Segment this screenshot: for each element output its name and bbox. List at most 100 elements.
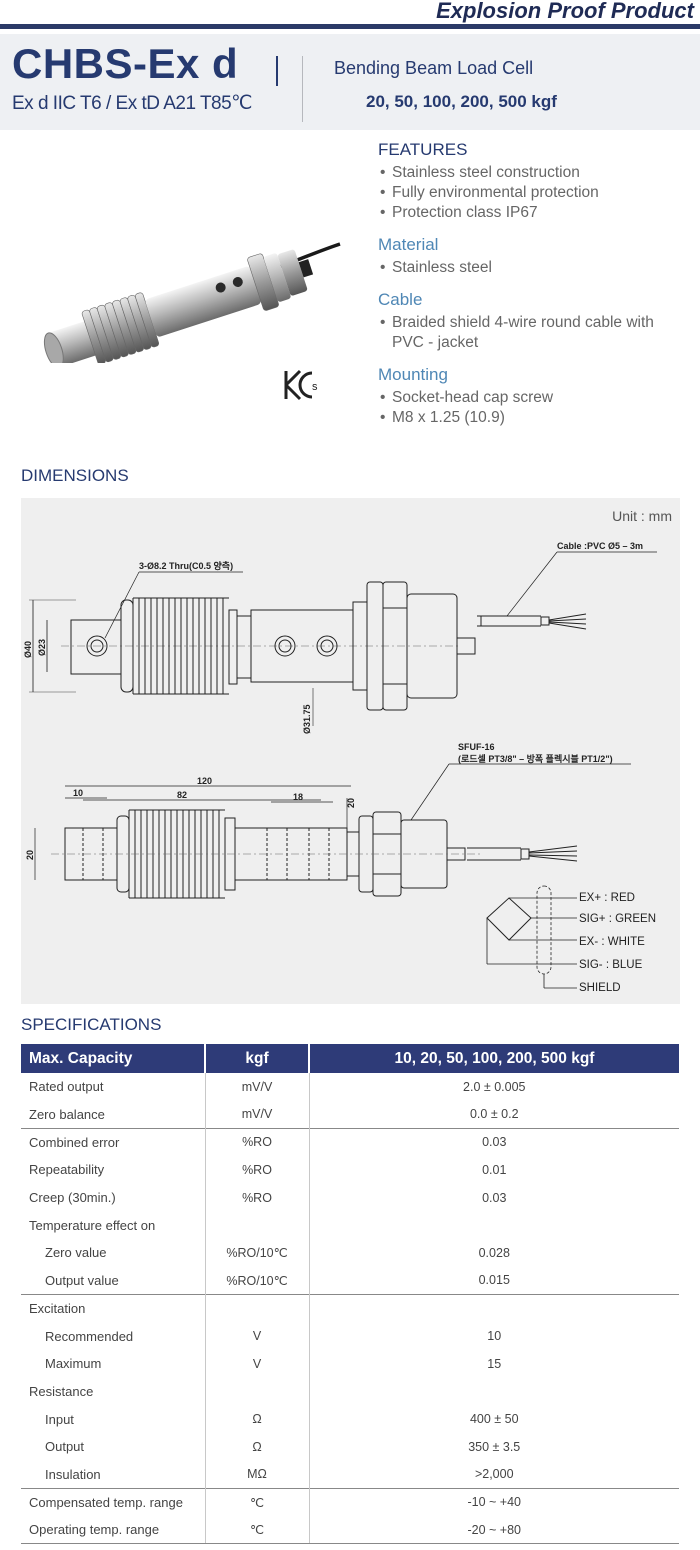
kcs-logo-icon: s (284, 369, 318, 401)
model-name: CHBS-Ex d (12, 40, 239, 87)
spec-value: 2.0 ± 0.005 (463, 1079, 526, 1094)
spec-unit: MΩ (205, 1460, 310, 1489)
banner-line (0, 24, 700, 29)
spec-unit: mV/V (205, 1073, 310, 1101)
dim-20-left: 20 (25, 850, 35, 860)
material-item: Stainless steel (378, 258, 688, 278)
dim-20-vertical: 20 (346, 798, 356, 808)
spec-unit: %RO (205, 1183, 310, 1212)
dim-10: 10 (73, 788, 83, 798)
header-capacity: Max. Capacity (21, 1044, 206, 1073)
spec-unit: %RO (205, 1156, 310, 1184)
table-row: Zero value%RO/10℃ 0.028 (21, 1239, 679, 1267)
spec-name: Rated output (21, 1073, 206, 1101)
spec-value: 0.0 ± 0.2 (469, 1107, 519, 1122)
hole-label: 3-Ø8.2 Thru(C0.5 양측) (139, 560, 233, 571)
spec-name: Output value (21, 1266, 206, 1295)
spec-value: 350 ± 3.5 (468, 1439, 521, 1454)
product-capacities: 20, 50, 100, 200, 500 kgf (366, 92, 557, 111)
spec-name: Insulation (21, 1460, 206, 1489)
spec-name: Zero balance (21, 1100, 206, 1129)
mounting-list: Socket-head cap screw M8 x 1.25 (10.9) (378, 388, 688, 428)
spec-unit (205, 1294, 310, 1323)
cable-title: Cable (378, 290, 423, 309)
spec-unit: mV/V (205, 1100, 310, 1129)
features-panel: FEATURES Stainless steel construction Fu… (378, 140, 688, 428)
cable-item: Braided shield 4-wire round cable with P… (378, 313, 688, 353)
specifications-title: SPECIFICATIONS (21, 1015, 162, 1034)
dimensions-drawing: Unit : mm Ø40 Ø23 (21, 498, 680, 1004)
product-type: Bending Beam Load Cell (334, 58, 534, 78)
spec-value (309, 1211, 679, 1239)
dim-18: 18 (293, 792, 303, 802)
spec-unit: ℃ (205, 1516, 310, 1545)
features-list: Stainless steel construction Fully envir… (378, 163, 688, 223)
technical-drawing: Ø40 Ø23 (23, 541, 657, 994)
header-divider-thin (302, 56, 303, 122)
table-row: Excitation (21, 1294, 679, 1323)
spec-name: Resistance (21, 1377, 206, 1406)
spec-value: 0.03 (309, 1127, 679, 1157)
table-row: Repeatability%RO 0.01 (21, 1156, 679, 1184)
spec-name: Compensated temp. range (21, 1487, 206, 1516)
spec-unit: V (205, 1349, 310, 1378)
fitting-label: SFUF-16 (458, 742, 495, 752)
specifications-table: Max. Capacity kgf 10, 20, 50, 100, 200, … (21, 1044, 679, 1545)
spec-unit: %RO/10℃ (205, 1266, 310, 1295)
header-values: 10, 20, 50, 100, 200, 500 kgf (309, 1044, 679, 1073)
feature-item: Stainless steel construction (378, 163, 688, 183)
mounting-item: Socket-head cap screw (378, 388, 688, 408)
spec-name: Zero value (21, 1239, 206, 1267)
spec-value (309, 1294, 679, 1323)
spec-name: Combined error (21, 1127, 206, 1157)
spec-name: Input (21, 1405, 206, 1433)
spec-name: Temperature effect on (21, 1211, 206, 1240)
wire-ex-minus: EX- : WHITE (579, 936, 645, 948)
dimensions-title: DIMENSIONS (21, 466, 129, 485)
material-title: Material (378, 235, 439, 254)
mounting-title: Mounting (378, 365, 448, 384)
dim-120: 120 (197, 776, 212, 786)
table-row: Resistance (21, 1377, 679, 1406)
table-row: Temperature effect on (21, 1211, 679, 1240)
spec-value: -20 ~ +80 (309, 1516, 679, 1545)
spec-value: -10 ~ +40 (309, 1487, 679, 1516)
spec-value: 15 (487, 1356, 502, 1371)
features-title: FEATURES (378, 140, 468, 159)
spec-unit: V (205, 1322, 310, 1350)
spec-value (309, 1378, 679, 1406)
spec-value: 10 (487, 1329, 502, 1344)
spec-unit (205, 1377, 310, 1406)
spec-value: 0.01 (482, 1162, 507, 1177)
spec-name: Creep (30min.) (21, 1183, 206, 1212)
dim-d3175: Ø31.75 (302, 704, 312, 734)
spec-name: Repeatability (21, 1156, 206, 1184)
spec-value: 0.028 (478, 1245, 510, 1260)
fitting-note: (로드셀 PT3/8" – 방폭 플렉시블 PT1/2") (458, 753, 613, 764)
mounting-item: M8 x 1.25 (10.9) (378, 408, 688, 428)
spec-unit: Ω (205, 1432, 310, 1461)
feature-item: Protection class IP67 (378, 203, 688, 223)
cable-label: Cable :PVC Ø5 – 3m (557, 541, 643, 551)
spec-unit: %RO/10℃ (205, 1239, 310, 1267)
certification: Ex d IIC T6 / Ex tD A21 T85℃ (12, 93, 253, 114)
product-header: CHBS-Ex d Ex d IIC T6 / Ex tD A21 T85℃ B… (0, 34, 700, 130)
spec-value: 400 ± 50 (469, 1412, 519, 1427)
load-cell-photo (43, 242, 341, 363)
unit-label: Unit : mm (612, 508, 672, 524)
dim-82: 82 (177, 790, 187, 800)
kcs-letter: s (312, 381, 318, 393)
spec-unit: %RO (205, 1127, 310, 1157)
spec-name: Maximum (21, 1349, 206, 1378)
spec-unit: Ω (205, 1405, 310, 1433)
spec-unit (205, 1211, 310, 1240)
feature-item: Fully environmental protection (378, 183, 688, 203)
